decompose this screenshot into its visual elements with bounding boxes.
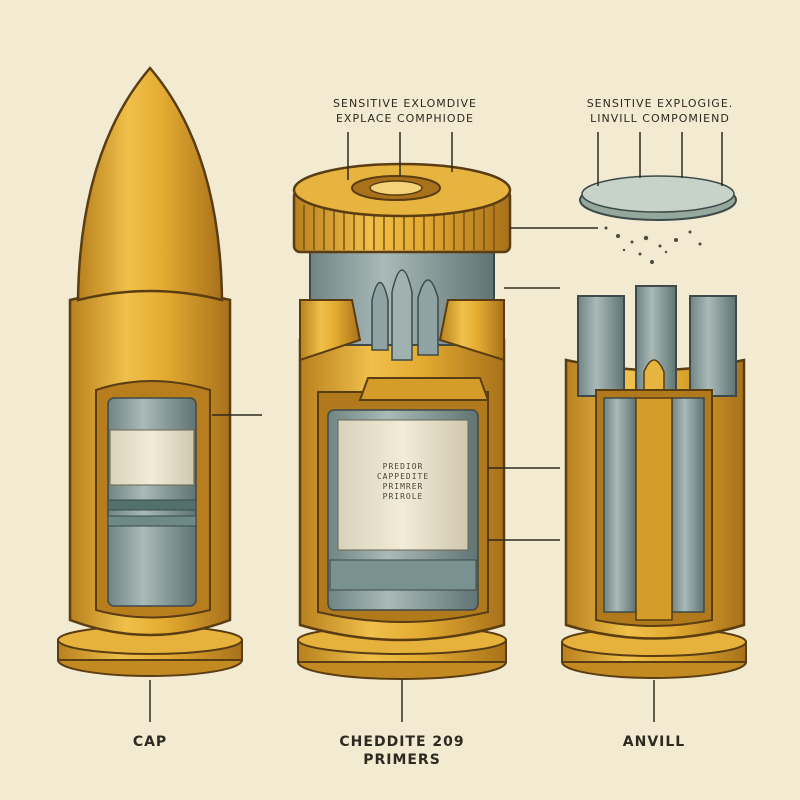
top-middle-label-line1: SENSITIVE EXLOMDIVE — [333, 97, 477, 110]
top-middle-label: SENSITIVE EXLOMDIVE EXPLACE COMPHIODE — [300, 96, 510, 126]
top-right-label-line2: LINVILL COMPOMIEND — [590, 112, 730, 125]
cap-label: CAP — [132, 734, 168, 750]
anvil-component — [561, 132, 747, 722]
cap-component — [57, 66, 262, 722]
primers-label: CHEDDITE 209 PRIMERS — [312, 733, 492, 769]
anvil-label: ANVILL — [622, 734, 686, 750]
top-right-label: SENSITIVE EXPLOGIGE. LINVILL COMPOMIEND — [560, 96, 760, 126]
anvil-prong-left — [577, 295, 625, 397]
inner-text-line2: CAPPEDITE — [376, 472, 430, 481]
primers-label-line2: PRIMERS — [363, 752, 441, 768]
top-right-label-line1: SENSITIVE EXPLOGIGE. — [586, 97, 734, 110]
inner-text-line1: PREDIOR — [382, 462, 424, 471]
top-middle-label-line2: EXPLACE COMPHIODE — [335, 112, 475, 125]
anvil-prong-right — [689, 295, 737, 397]
inner-text-line4: PRIROLE — [382, 492, 424, 501]
primer-inner-label — [337, 419, 469, 551]
primer-inner-text: PREDIOR CAPPEDITE PRIMRER PRIROLE — [340, 462, 466, 502]
compound-particles — [604, 226, 702, 264]
cap-nose — [76, 66, 224, 302]
inner-text-line3: PRIMRER — [382, 482, 424, 491]
primer-component — [292, 132, 598, 722]
primers-label-line1: CHEDDITE 209 — [339, 734, 465, 750]
